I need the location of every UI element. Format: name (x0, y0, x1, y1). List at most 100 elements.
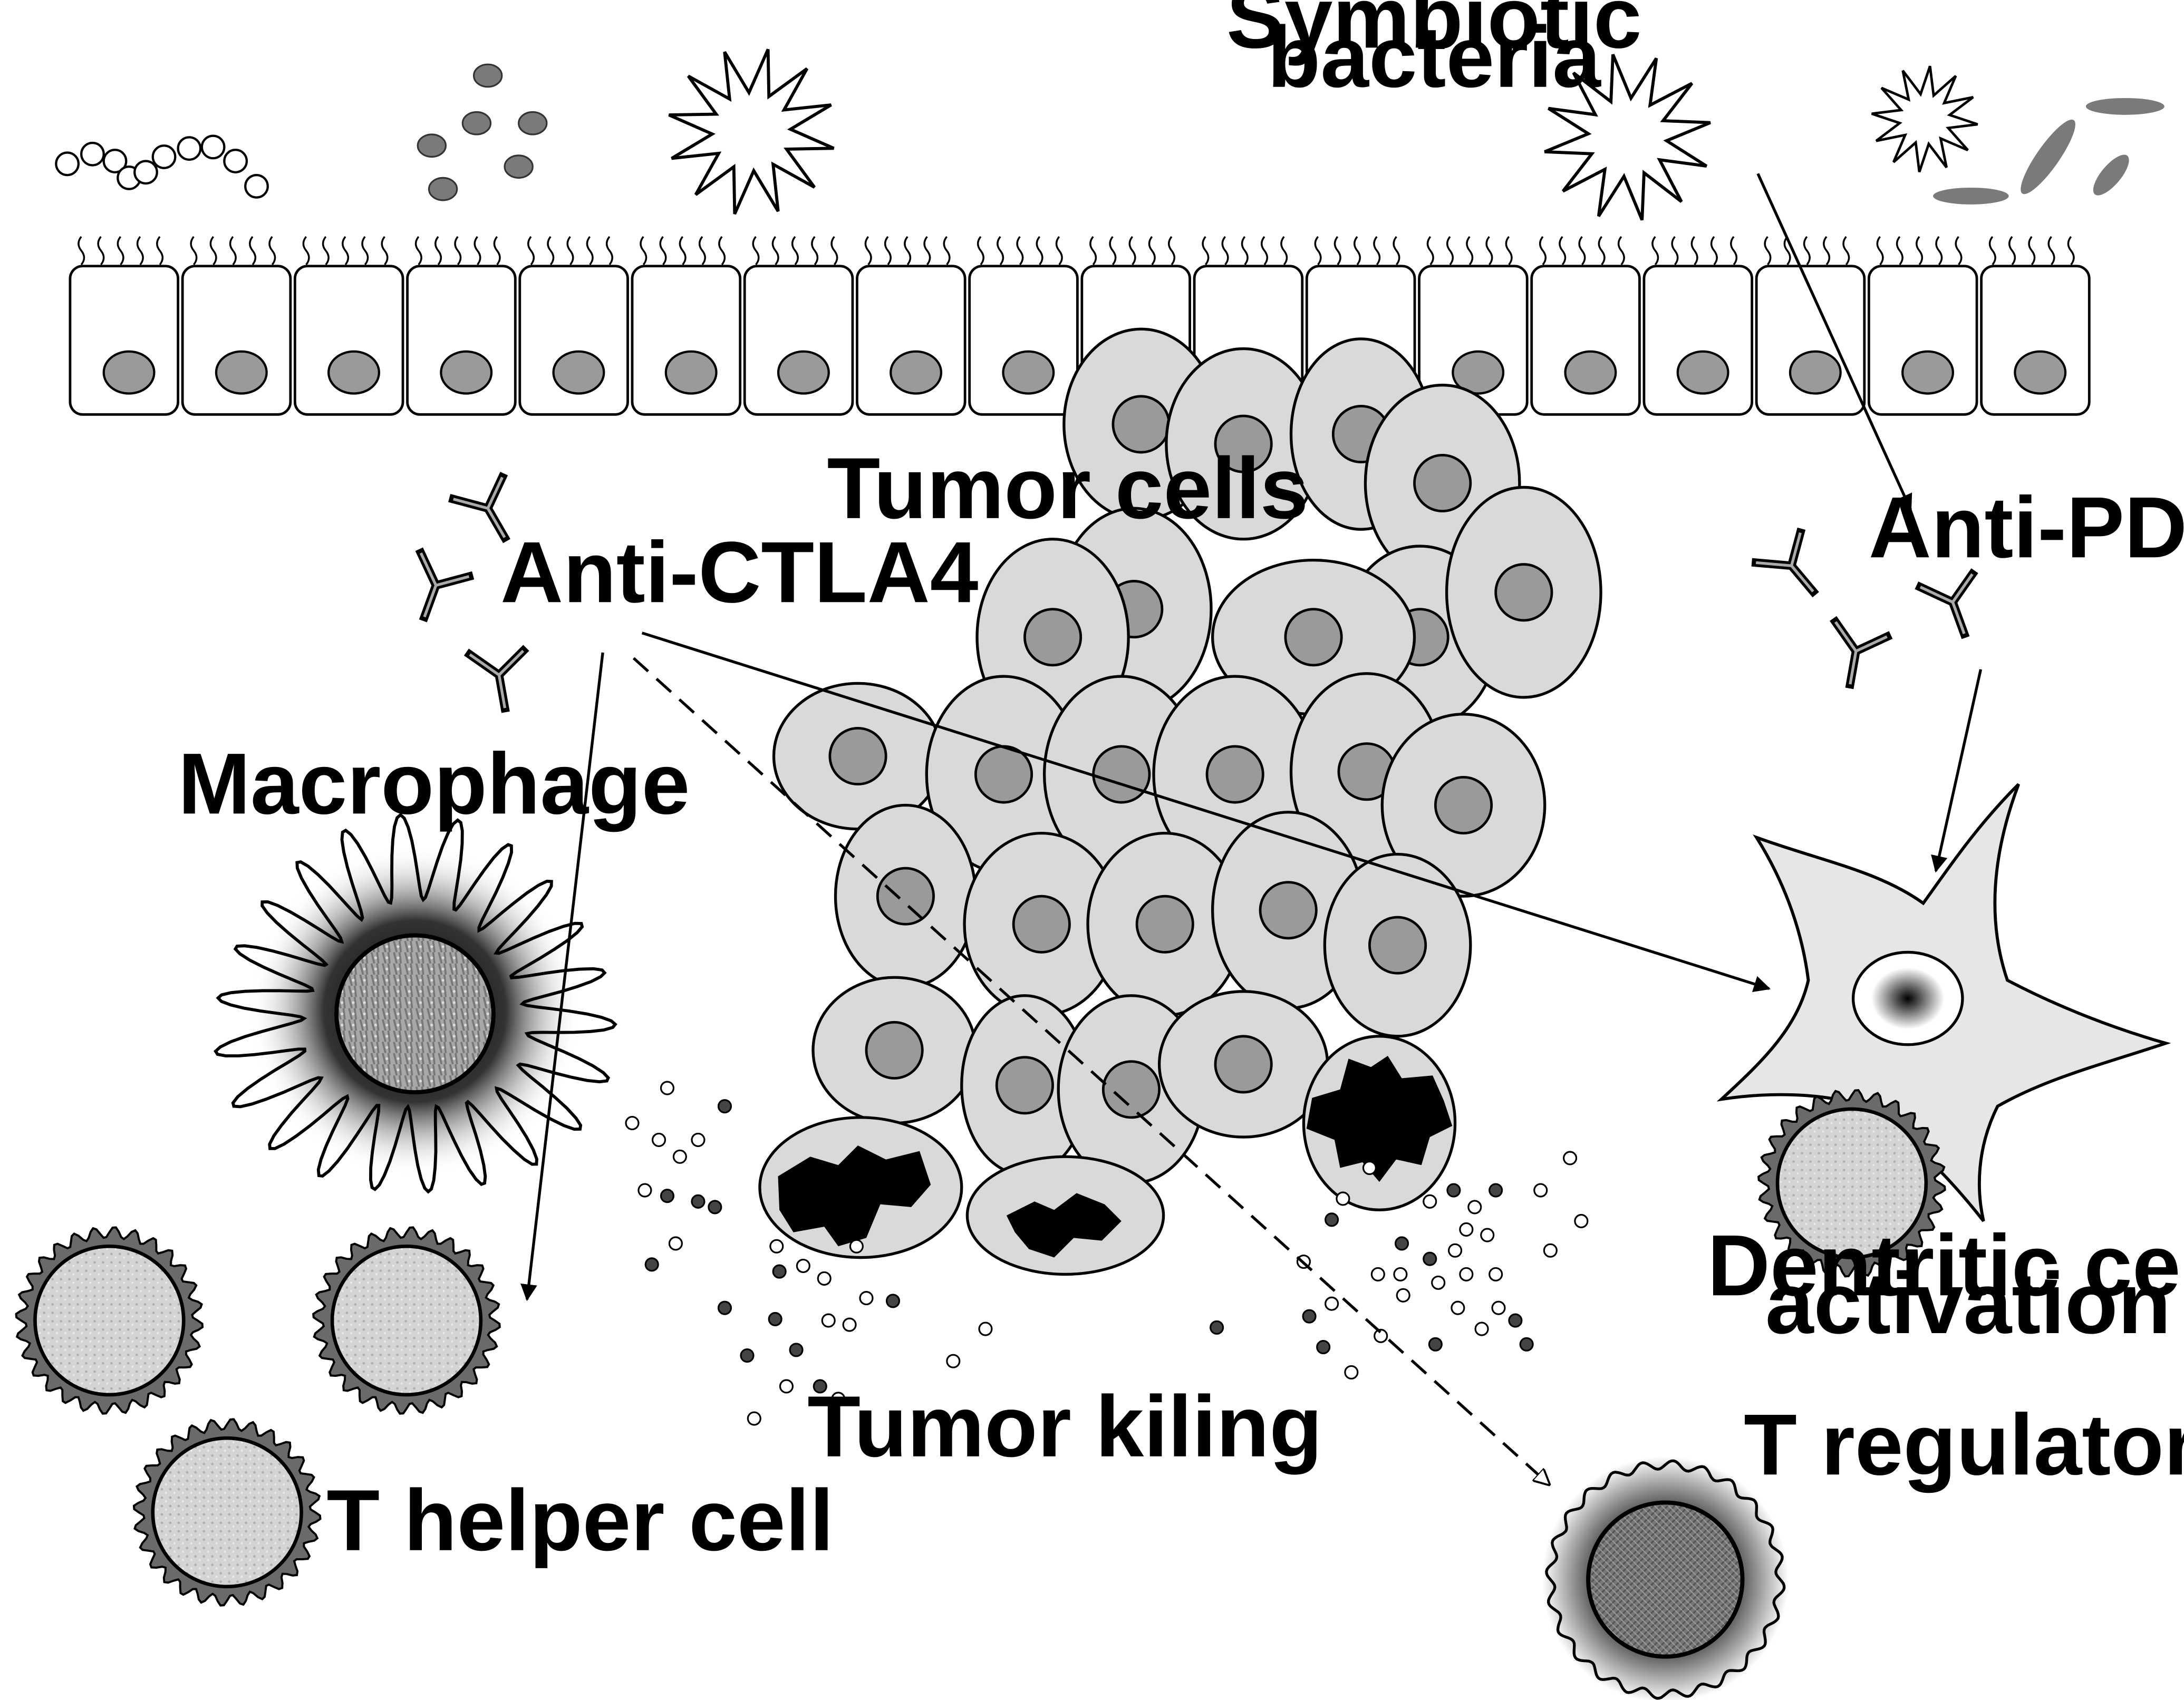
epithelial-nucleus (664, 350, 718, 395)
symbiotic-bacteria-label-line2: bacteria (1268, 8, 1602, 105)
microvillus (547, 236, 555, 266)
microvillus (943, 236, 951, 266)
debris-particle (1362, 1160, 1377, 1176)
epithelial-nucleus (440, 350, 493, 395)
microvillus (997, 236, 1004, 266)
dendritic-cell-label-line1: Dentritic cell (1707, 1217, 2184, 1314)
debris-particle (1480, 1228, 1495, 1242)
microvillus (977, 236, 984, 266)
microvillus (679, 236, 687, 266)
debris-particle (644, 1257, 659, 1272)
debris-particle (978, 1322, 993, 1336)
debris-particle (1431, 1275, 1446, 1290)
epithelial-nucleus (2014, 350, 2067, 395)
dendritic-cell-label-line2: activation (1765, 1255, 2171, 1352)
microvillus (493, 236, 501, 266)
dendritic-cell (1716, 783, 2171, 1222)
labels: Symbiotic bacteria Tumor cells Anti-CTLA… (178, 0, 2184, 1569)
microvillus (1016, 236, 1024, 266)
microvillus (249, 236, 257, 266)
star-bacterium-right (1544, 54, 1711, 221)
debris-particle (1451, 1300, 1465, 1315)
debris-particle (717, 1300, 732, 1315)
t-helper-cell (15, 1226, 204, 1415)
microvillus (1148, 236, 1156, 266)
tumor-cell-nucleus (865, 1021, 924, 1080)
debris-particle (660, 1081, 675, 1095)
debris-particle (859, 1291, 874, 1306)
microvillus (361, 236, 369, 266)
epithelial-nucleus (777, 350, 830, 395)
microvillus (1823, 236, 1831, 266)
debris-particle (1459, 1267, 1474, 1281)
microvillus (1485, 236, 1493, 266)
antibody (415, 547, 475, 623)
microvillus (1559, 236, 1567, 266)
microvillus (811, 236, 819, 266)
microvillus (1128, 236, 1136, 266)
microvillus (1617, 236, 1625, 266)
debris-particle (1325, 1212, 1339, 1227)
anti-pdl1-label: Anti-PD-L1 (1869, 479, 2184, 576)
debris-particle (821, 1313, 836, 1328)
debris-particle (1370, 1267, 1385, 1281)
debris-particle (717, 1099, 732, 1114)
epithelial-nucleus (327, 350, 380, 395)
tumor-cell-nucleus (1135, 895, 1194, 954)
antibody (1915, 568, 1978, 639)
t-helper-cell (132, 1418, 322, 1607)
microvillus (605, 236, 613, 266)
debris-particle (885, 1294, 901, 1308)
microvillus (1260, 236, 1269, 266)
microvillus (1393, 236, 1400, 266)
microvillus (97, 236, 105, 266)
coccus (133, 160, 158, 185)
microvillus (698, 236, 706, 266)
debris-particle (796, 1258, 810, 1274)
microvillus (1916, 236, 1924, 266)
epithelial-nucleus (1452, 350, 1505, 395)
rod-bacteria (1933, 98, 2164, 205)
microvillus (1539, 236, 1547, 266)
debris-particle (1316, 1340, 1331, 1355)
macrophage-cell (214, 812, 617, 1194)
epithelial-nucleus (1676, 350, 1729, 395)
microvillus (566, 236, 574, 266)
epithelial-nucleus (215, 350, 268, 395)
coccus (177, 136, 202, 161)
microvillus (1598, 236, 1606, 266)
tumor-cell-nucleus (1205, 745, 1264, 804)
microvillus (381, 236, 389, 266)
microvillus (1764, 236, 1772, 266)
microvillus (2028, 236, 2036, 266)
microvillus (1955, 236, 1963, 266)
epithelial-nucleus (1564, 350, 1617, 395)
debris-particle (1474, 1322, 1489, 1336)
debris-particle (813, 1379, 827, 1394)
epithelial-nucleus (1789, 350, 1842, 395)
dendritic-associated-lymphocyte (1757, 1089, 1946, 1278)
debris-particle (1489, 1183, 1503, 1198)
debris-particle (1374, 1328, 1388, 1343)
microvillus (1089, 236, 1097, 266)
tumor-cell-nucleus (1368, 916, 1427, 975)
debris-particle (1394, 1236, 1409, 1251)
cocci-chain-bacteria (55, 134, 269, 199)
tumor-cells-label: Tumor cells (827, 440, 1309, 537)
arrow-anti-ctla4-to-t-regulator (632, 657, 1549, 1484)
tumor-cell-nucleus (1494, 563, 1553, 622)
antibody (448, 471, 510, 543)
debris-particle (1210, 1320, 1224, 1335)
tumor-cell-nucleus (1413, 453, 1472, 513)
microvillus (659, 236, 667, 266)
tumor-cell-nucleus (1092, 745, 1151, 804)
antibody (1829, 616, 1893, 689)
debris-particle (740, 1348, 755, 1363)
epithelial-nucleus (1901, 350, 1954, 395)
t-regulator-cell (1542, 1456, 1789, 1700)
debris-particle (768, 1312, 782, 1326)
microvillus (1109, 236, 1117, 266)
antibodies (415, 471, 1978, 713)
star-bacterium-small (1871, 65, 1978, 172)
arrow-bacteria-to-anti-pdl1 (1756, 173, 1912, 511)
